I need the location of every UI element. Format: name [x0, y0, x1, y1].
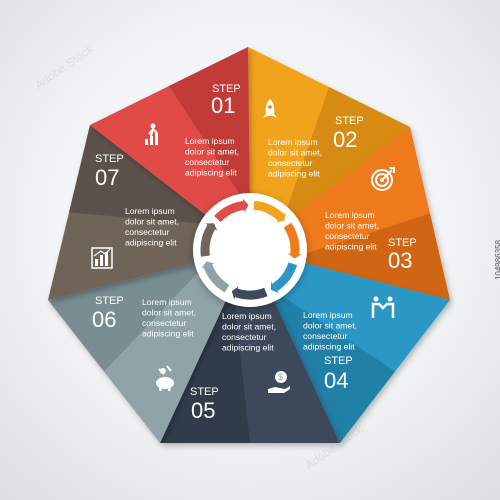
- step-word: STEP: [388, 237, 417, 249]
- step-word: STEP: [95, 295, 124, 307]
- piggy-bank-icon: [156, 365, 174, 391]
- step-number: 02: [333, 127, 357, 152]
- step-number: 05: [191, 398, 215, 423]
- step-body-line: Lorem ipsum: [303, 310, 353, 320]
- cycle-arrow-arc: [214, 200, 245, 223]
- step-body-line: adipiscing elit: [125, 238, 177, 248]
- step-segment-fold: [288, 213, 450, 300]
- cycle-arrow-head: [231, 286, 239, 300]
- step-07-segment: [90, 47, 250, 226]
- step-body-line: consectetur: [268, 158, 313, 168]
- cycle-arrow-arc: [200, 224, 216, 257]
- step-body-line: Lorem ipsum: [325, 210, 375, 220]
- running-man-chart-icon: [145, 123, 158, 145]
- step-body-line: dolor sit amet,: [325, 221, 379, 231]
- step-body-line: consectetur: [303, 331, 348, 341]
- step-body-line: Lorem ipsum: [142, 297, 192, 307]
- cycle-arrow-arc: [272, 262, 298, 292]
- step-word: STEP: [190, 386, 219, 398]
- cycle-arrow-head: [287, 253, 302, 259]
- cycle-arrow-arc: [283, 222, 300, 255]
- center-ring: [193, 193, 307, 307]
- rocket-icon: [263, 99, 277, 118]
- step-segment-fold: [48, 258, 212, 372]
- step-word: STEP: [95, 153, 124, 165]
- cycle-arrow-head: [205, 223, 218, 231]
- step-body-line: adipiscing elit: [325, 242, 377, 252]
- step-05-segment: [48, 258, 233, 443]
- cycle-arrow-head: [242, 198, 249, 213]
- cycle-arrow-arc: [234, 287, 268, 300]
- step-word: STEP: [324, 355, 353, 367]
- step-03-segment: [267, 258, 450, 443]
- step-body-line: dolor sit amet,: [142, 308, 196, 318]
- step-body-line: Lorem ipsum: [185, 136, 235, 146]
- cycle-arrow-head: [270, 281, 279, 294]
- step-body-line: adipiscing elit: [185, 168, 237, 178]
- handshake-icon: [371, 296, 395, 318]
- step-body-line: adipiscing elit: [142, 329, 194, 339]
- step-segment-fold: [267, 286, 395, 443]
- bar-chart-icon: [91, 247, 113, 269]
- cycle-arrows-icon: [200, 198, 302, 300]
- step-body-line: consectetur: [125, 227, 170, 237]
- cycle-arrow-arc: [253, 200, 285, 221]
- center-disc: [214, 214, 286, 286]
- step-segment-fold: [169, 47, 250, 210]
- step-body-line: adipiscing elit: [303, 342, 355, 352]
- step-body-line: consectetur: [325, 231, 370, 241]
- step-segment-fold: [160, 286, 250, 443]
- step-body-line: Lorem ipsum: [222, 311, 272, 321]
- step-number: 04: [324, 368, 348, 393]
- step-number: 06: [92, 307, 116, 332]
- target-icon: [371, 167, 395, 191]
- step-body-line: Lorem ipsum: [125, 206, 175, 216]
- step-body-line: Lorem ipsum: [268, 137, 318, 147]
- step-segment-fold: [281, 87, 410, 226]
- cycle-arrow-head: [276, 212, 286, 223]
- step-number: 01: [211, 93, 235, 118]
- step-06-segment: [48, 125, 219, 300]
- step-body-line: adipiscing elit: [268, 169, 320, 179]
- step-body-line: adipiscing elit: [222, 343, 274, 353]
- step-04-segment: [160, 286, 340, 443]
- step-body-line: consectetur: [142, 318, 187, 328]
- step-body-line: consectetur: [222, 332, 267, 342]
- step-word: STEP: [212, 83, 241, 95]
- cycle-arrow-head: [201, 261, 215, 269]
- step-01-segment: [248, 47, 410, 226]
- step-body-line: dolor sit amet,: [222, 322, 276, 332]
- step-body-line: dolor sit amet,: [268, 148, 322, 158]
- step-02-segment: [281, 127, 450, 300]
- cycle-arrow-arc: [203, 264, 230, 293]
- step-body-line: dolor sit amet,: [185, 147, 239, 157]
- svg-text:$: $: [278, 372, 283, 382]
- step-number: 07: [95, 165, 119, 190]
- stock-id-text: 104986358: [494, 240, 500, 281]
- step-body-line: consectetur: [185, 157, 230, 167]
- money-hand-icon: $: [268, 371, 290, 393]
- step-number: 03: [388, 248, 412, 273]
- step-body-line: dolor sit amet,: [303, 321, 357, 331]
- step-segment-fold: [69, 125, 219, 226]
- step-body-line: dolor sit amet,: [125, 217, 179, 227]
- step-word: STEP: [335, 115, 364, 127]
